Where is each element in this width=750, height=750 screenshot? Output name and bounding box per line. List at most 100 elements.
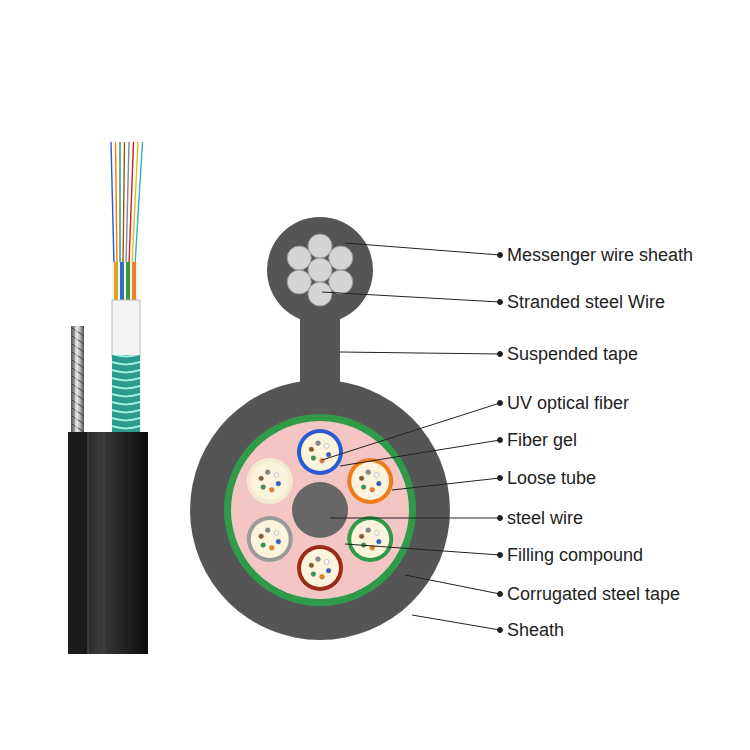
part-label: Corrugated steel tape: [507, 583, 680, 605]
leader-line: [345, 544, 500, 555]
steel-strand: [308, 258, 332, 282]
uv-optical-fiber: [311, 572, 316, 577]
steel-strand: [287, 270, 311, 294]
uv-optical-fiber: [366, 470, 371, 475]
central-steel-wire: [292, 482, 348, 538]
uv-optical-fiber: [265, 528, 270, 533]
tube: [120, 262, 124, 302]
leader-line: [330, 518, 500, 519]
optical-fiber: [116, 142, 118, 265]
part-label: Stranded steel Wire: [507, 291, 665, 313]
leader-line: [412, 615, 500, 630]
optical-fiber: [119, 142, 120, 265]
uv-optical-fiber: [316, 557, 321, 562]
fiber-gel: [251, 520, 289, 558]
optical-fiber: [126, 142, 129, 265]
uv-optical-fiber: [316, 441, 321, 446]
uv-optical-fiber: [324, 443, 329, 448]
optical-fiber: [111, 142, 114, 265]
fiber-gel: [251, 462, 289, 500]
loose-tubes: [112, 262, 138, 302]
leader-line: [340, 440, 500, 466]
loose-tube: [347, 458, 393, 504]
steel-strand: [308, 234, 332, 258]
part-label: Loose tube: [507, 467, 596, 489]
uv-optical-fiber: [261, 543, 266, 548]
part-label: Fiber gel: [507, 429, 577, 451]
wrapping-tape: [112, 300, 140, 358]
uv-optical-fiber: [366, 528, 371, 533]
leader-dot: [498, 401, 503, 406]
part-label: Filling compound: [507, 544, 643, 566]
uv-optical-fiber: [359, 476, 364, 481]
uv-optical-fiber: [261, 485, 266, 490]
jacket-groove: [130, 432, 131, 654]
fiber-gel: [351, 462, 389, 500]
optical-fiber: [132, 142, 138, 265]
messenger-jacket: [68, 432, 88, 654]
uv-optical-fiber: [370, 487, 375, 492]
uv-optical-fiber: [276, 481, 281, 486]
jacket-groove: [104, 432, 105, 654]
part-label: steel wire: [507, 507, 583, 529]
fiber-gel: [301, 433, 339, 471]
loose-tube: [247, 516, 293, 562]
leader-line: [392, 478, 500, 490]
loose-tube: [347, 516, 393, 562]
tube: [114, 262, 118, 302]
jacket-groove: [88, 432, 89, 654]
outer-sheath: [190, 380, 450, 640]
loose-tube: [297, 545, 343, 591]
part-label: Sheath: [507, 619, 564, 641]
drawing-part: [287, 234, 353, 306]
leader-line: [345, 243, 500, 255]
leader-dot: [498, 592, 503, 597]
uv-optical-fiber: [265, 470, 270, 475]
corrugated-steel-tape: [112, 355, 140, 433]
uv-optical-fiber: [320, 574, 325, 579]
uv-optical-fiber: [374, 530, 379, 535]
leader-dot: [498, 253, 503, 258]
uv-optical-fiber: [359, 534, 364, 539]
uv-optical-fiber: [259, 534, 264, 539]
outer-jacket: [68, 432, 148, 654]
leader-lines: [322, 243, 503, 633]
leader-dot: [498, 352, 503, 357]
drawing-part: [247, 429, 393, 591]
uv-optical-fiber: [376, 481, 381, 486]
leader-line: [405, 575, 500, 594]
corrugated-steel-tape-ring: [224, 414, 416, 606]
fiber-gel: [301, 549, 339, 587]
fiber-gel: [351, 520, 389, 558]
uv-optical-fiber: [274, 472, 279, 477]
messenger-wire: [71, 326, 84, 434]
optical-fiber: [123, 142, 125, 265]
part-label: Suspended tape: [507, 343, 638, 365]
uv-optical-fiber: [361, 485, 366, 490]
uv-optical-fiber: [276, 539, 281, 544]
optical-fiber: [135, 142, 143, 265]
loose-tube: [297, 429, 343, 475]
drawing-part: [111, 142, 143, 265]
leader-line: [340, 352, 500, 354]
part-label: Messenger wire sheath: [507, 244, 693, 266]
tube: [132, 262, 136, 302]
tube: [126, 262, 130, 302]
cable-side-view: [68, 142, 148, 654]
uv-optical-fiber: [326, 568, 331, 573]
uv-optical-fiber: [259, 476, 264, 481]
uv-optical-fiber: [269, 487, 274, 492]
uv-optical-fiber: [274, 530, 279, 535]
leader-line: [322, 403, 500, 460]
uv-optical-fiber: [374, 472, 379, 477]
leader-dot: [498, 476, 503, 481]
uv-optical-fiber: [326, 452, 331, 457]
uv-optical-fiber: [311, 456, 316, 461]
part-label: UV optical fiber: [507, 392, 629, 414]
uv-optical-fiber: [309, 563, 314, 568]
uv-optical-fiber: [376, 539, 381, 544]
steel-strand: [329, 270, 353, 294]
leader-dot: [498, 553, 503, 558]
steel-strand: [287, 246, 311, 270]
